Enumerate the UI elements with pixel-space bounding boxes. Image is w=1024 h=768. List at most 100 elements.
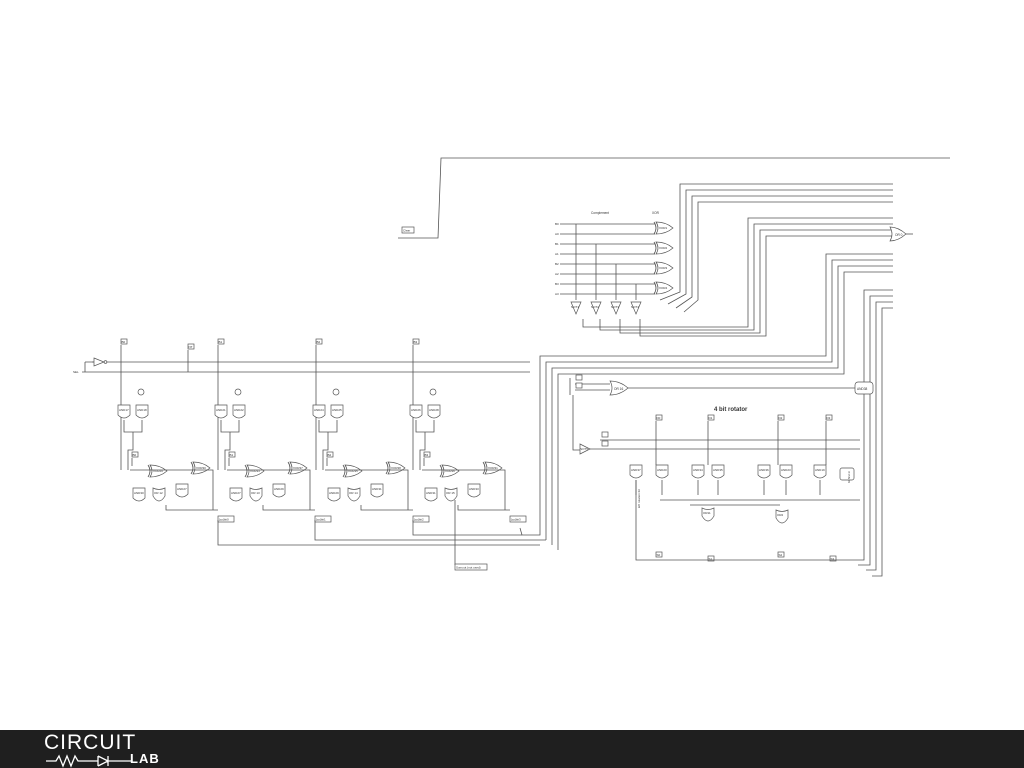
adder-xor-5-label: XOR38 [391,466,401,470]
rotator-and-1 [655,464,669,479]
input-label-b2: B2 [555,262,559,266]
xor-gate-3-label: XOR3 [659,266,668,270]
adder-inner-flag-2 [326,451,334,458]
adder-or-bottom-3-label: OR 15 [446,491,455,495]
rotator-and-5 [779,464,793,479]
adder-carry-wire-3 [422,469,510,511]
adder-and-top-2-label: AND21 [216,408,226,412]
adder-xor-1-back [190,461,194,475]
adder-flag-2-label: B2 [317,340,321,344]
rotator-and-2 [691,464,705,479]
or-main-gate: OR 0 [889,226,913,242]
adder-xor-1-label: XOR30 [196,466,206,470]
xor-gate-1-label: XOR1 [659,226,668,230]
adder-xor-1 [192,461,211,475]
adder-and-bottom-1-label: AND27 [231,491,241,495]
adder-and-top-4-label: AND24 [314,408,324,412]
xor-gate-4-label: XOR4 [659,286,668,290]
adder-join-2 [318,420,338,470]
rotator-top-flag-0 [655,414,663,421]
adder-xor-4-label: XOR35 [348,469,358,473]
adder-and-extra-2-label: AND31 [372,487,382,491]
svg-text:OR 16: OR 16 [614,387,623,391]
rotator-or-1 [775,509,789,524]
sumout-label: Sumout (not used) [456,566,481,570]
adder-and-extra-3-label: AND33 [469,487,479,491]
carry-flag-1-label: [co]bit1 [316,518,326,522]
adder-and-extra-2 [370,483,384,498]
adder-join-1 [220,420,240,470]
adder-inner-flag-0-label: B0 [133,453,137,457]
adder-inner-flag-1-label: B1 [230,453,234,457]
xor-gate-4 [655,281,674,295]
schematic-svg: OR 0 Clear Complement XOR B0A0B1A1B2A2B3… [73,157,950,577]
not-gate-2-label: NOT2 [591,305,599,309]
not-gate-1-label: NOT1 [571,305,579,309]
rotator-and-1-label: AND20 [657,468,667,472]
carry-flag-3 [509,515,527,523]
mux-block: OR 16 AND38 NOT5 [569,374,874,455]
rotator-or-1-label: OR2 [777,513,784,517]
adder-xor-2-back [244,464,248,478]
adder-join-0 [123,420,143,470]
adder-and-bottom-0 [132,487,146,502]
clear-text: Clear [403,229,410,233]
sel-label: SEL [73,370,79,374]
carry-flag-2-label: [co]bit2 [414,518,424,522]
adder-and-top-4 [312,404,326,419]
xor-gate-3 [655,261,674,275]
adder-and-bottom-2-label: AND29 [329,491,339,495]
adder-inner-flag-3 [423,451,431,458]
or-main-label: OR 0 [895,233,903,237]
rotator-top-flag-0-label: D0 [657,416,661,420]
adder-and-bottom-0-label: AND30 [134,491,144,495]
xor-gate-1-back [653,221,657,235]
adder-inner-flag-0 [131,451,139,458]
adder-node-3 [429,388,437,396]
carry-flag-0-label: [co]bit0 [219,518,229,522]
rotator-and-2-label: AND34 [693,468,703,472]
adder-or-bottom-3 [444,487,458,502]
adder-and-bottom-3-label: AND31 [426,491,436,495]
rotator-top-flag-1-label: D1 [709,416,713,420]
input-label-a3: A3 [555,292,559,296]
not-gate-4-label: NOT4 [631,305,639,309]
adder-xor-7-label: XOR31 [488,466,498,470]
rotator-and-3-label: AND35 [713,468,723,472]
adder-and-top-2 [214,404,228,419]
adder-xor-2-label: XOR33 [250,469,260,473]
carry-flag-0 [217,515,235,523]
adder-xor-7-back [482,461,486,475]
rotator-side-box [839,467,855,481]
rotator-bottom-flag-0 [655,551,663,558]
adder-node-2 [332,388,340,396]
adder-and-top-1 [135,404,149,419]
adder-flag-0-label: B0 [122,340,126,344]
adder-or-bottom-2 [347,487,361,502]
adder-and-bottom-1 [229,487,243,502]
not-gate-1 [570,301,582,315]
adder-and-top-1-label: AND18 [137,408,147,412]
adder-and-top-0 [117,404,131,419]
svg-text:AND38: AND38 [857,387,868,391]
circuitlab-logo[interactable]: CIRCUIT LAB [40,732,180,768]
adder-xor-0-label: XOR29 [153,469,163,473]
adder-node-1 [234,388,242,396]
rotator-bottom-flag-3 [829,555,837,562]
adder-flag-3 [412,338,420,345]
input-label-a1: A1 [555,252,559,256]
adder-inner-flag-2-label: B2 [328,453,332,457]
adder-and-top-7 [427,404,441,419]
adder-xor-3-label: XOR37 [293,466,303,470]
adder-nt-flag [187,343,195,350]
rotator-bottom-flag-2 [777,551,785,558]
footer-bar: CIRCUIT LAB [0,730,1024,768]
resistor-diode-icon [46,754,132,768]
adder-and-top-5-label: AND25 [332,408,342,412]
not-gate-4 [630,301,642,315]
complement-header: Complement [591,211,609,215]
adder-or-bottom-2-label: OR 14 [349,491,358,495]
input-label-a2: A2 [555,272,559,276]
